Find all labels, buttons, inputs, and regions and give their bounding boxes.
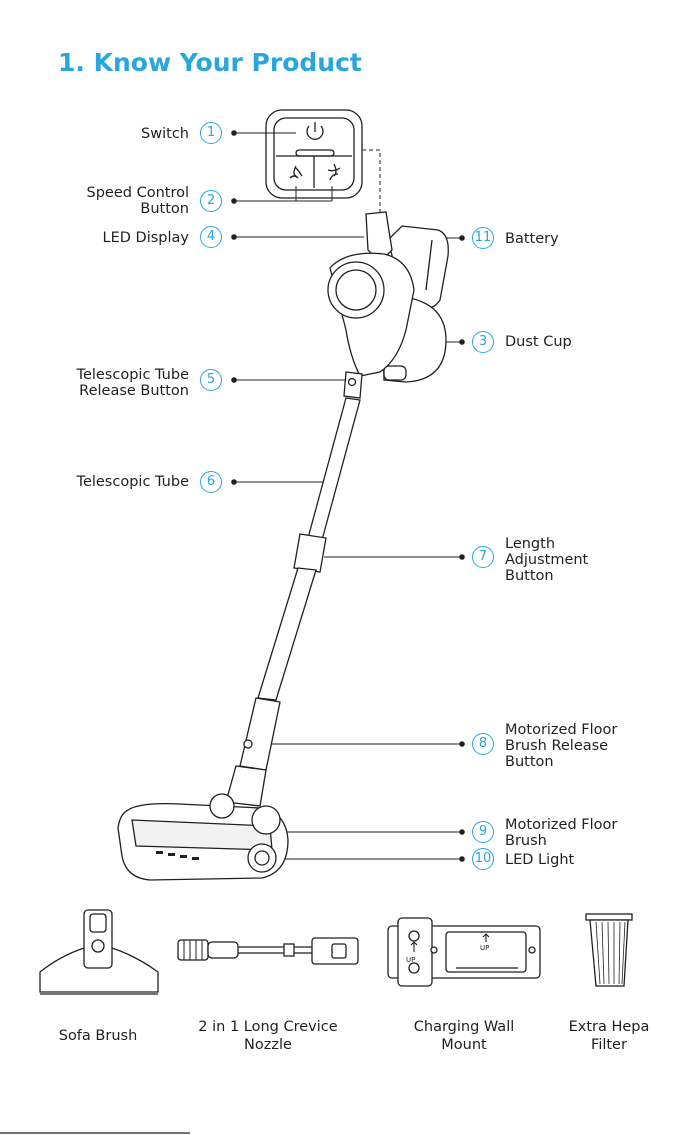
telescopic-tube: [307, 397, 361, 541]
fan-high-icon: [327, 163, 341, 181]
callout-number: 6: [200, 471, 222, 493]
label-battery: Battery: [505, 231, 559, 247]
vacuum-cleaner: [117, 211, 449, 881]
fan-low-icon: [289, 165, 303, 179]
label-telescopic-tube: Telescopic Tube: [76, 474, 189, 490]
label-led-display: LED Display: [102, 230, 189, 246]
callout-number: 7: [472, 546, 494, 568]
control-panel: [265, 109, 363, 199]
charging-wall-mount: [387, 917, 541, 987]
power-icon: [306, 125, 324, 140]
label-switch: Switch: [141, 126, 189, 142]
label-dust-cup: Dust Cup: [505, 334, 572, 350]
callout-number: 3: [472, 331, 494, 353]
crevice-nozzle: [177, 937, 359, 965]
mount-up-label-1: UP: [406, 956, 415, 964]
hepa-filter: [585, 913, 633, 987]
callout-number: 8: [472, 733, 494, 755]
caption-sofa-brush: Sofa Brush: [58, 1028, 138, 1044]
sofa-brush: [39, 909, 159, 995]
callout-number: 2: [200, 190, 222, 212]
mount-up-label-2: UP: [480, 944, 489, 952]
callout-number: 9: [472, 821, 494, 843]
callout-number: 5: [200, 369, 222, 391]
page-title: 1. Know Your Product: [58, 48, 362, 77]
label-led-light: LED Light: [505, 852, 575, 868]
callout-number: 1: [200, 122, 222, 144]
callout-number: 11: [472, 227, 494, 249]
callout-number: 10: [472, 848, 494, 870]
callout-number: 4: [200, 226, 222, 248]
